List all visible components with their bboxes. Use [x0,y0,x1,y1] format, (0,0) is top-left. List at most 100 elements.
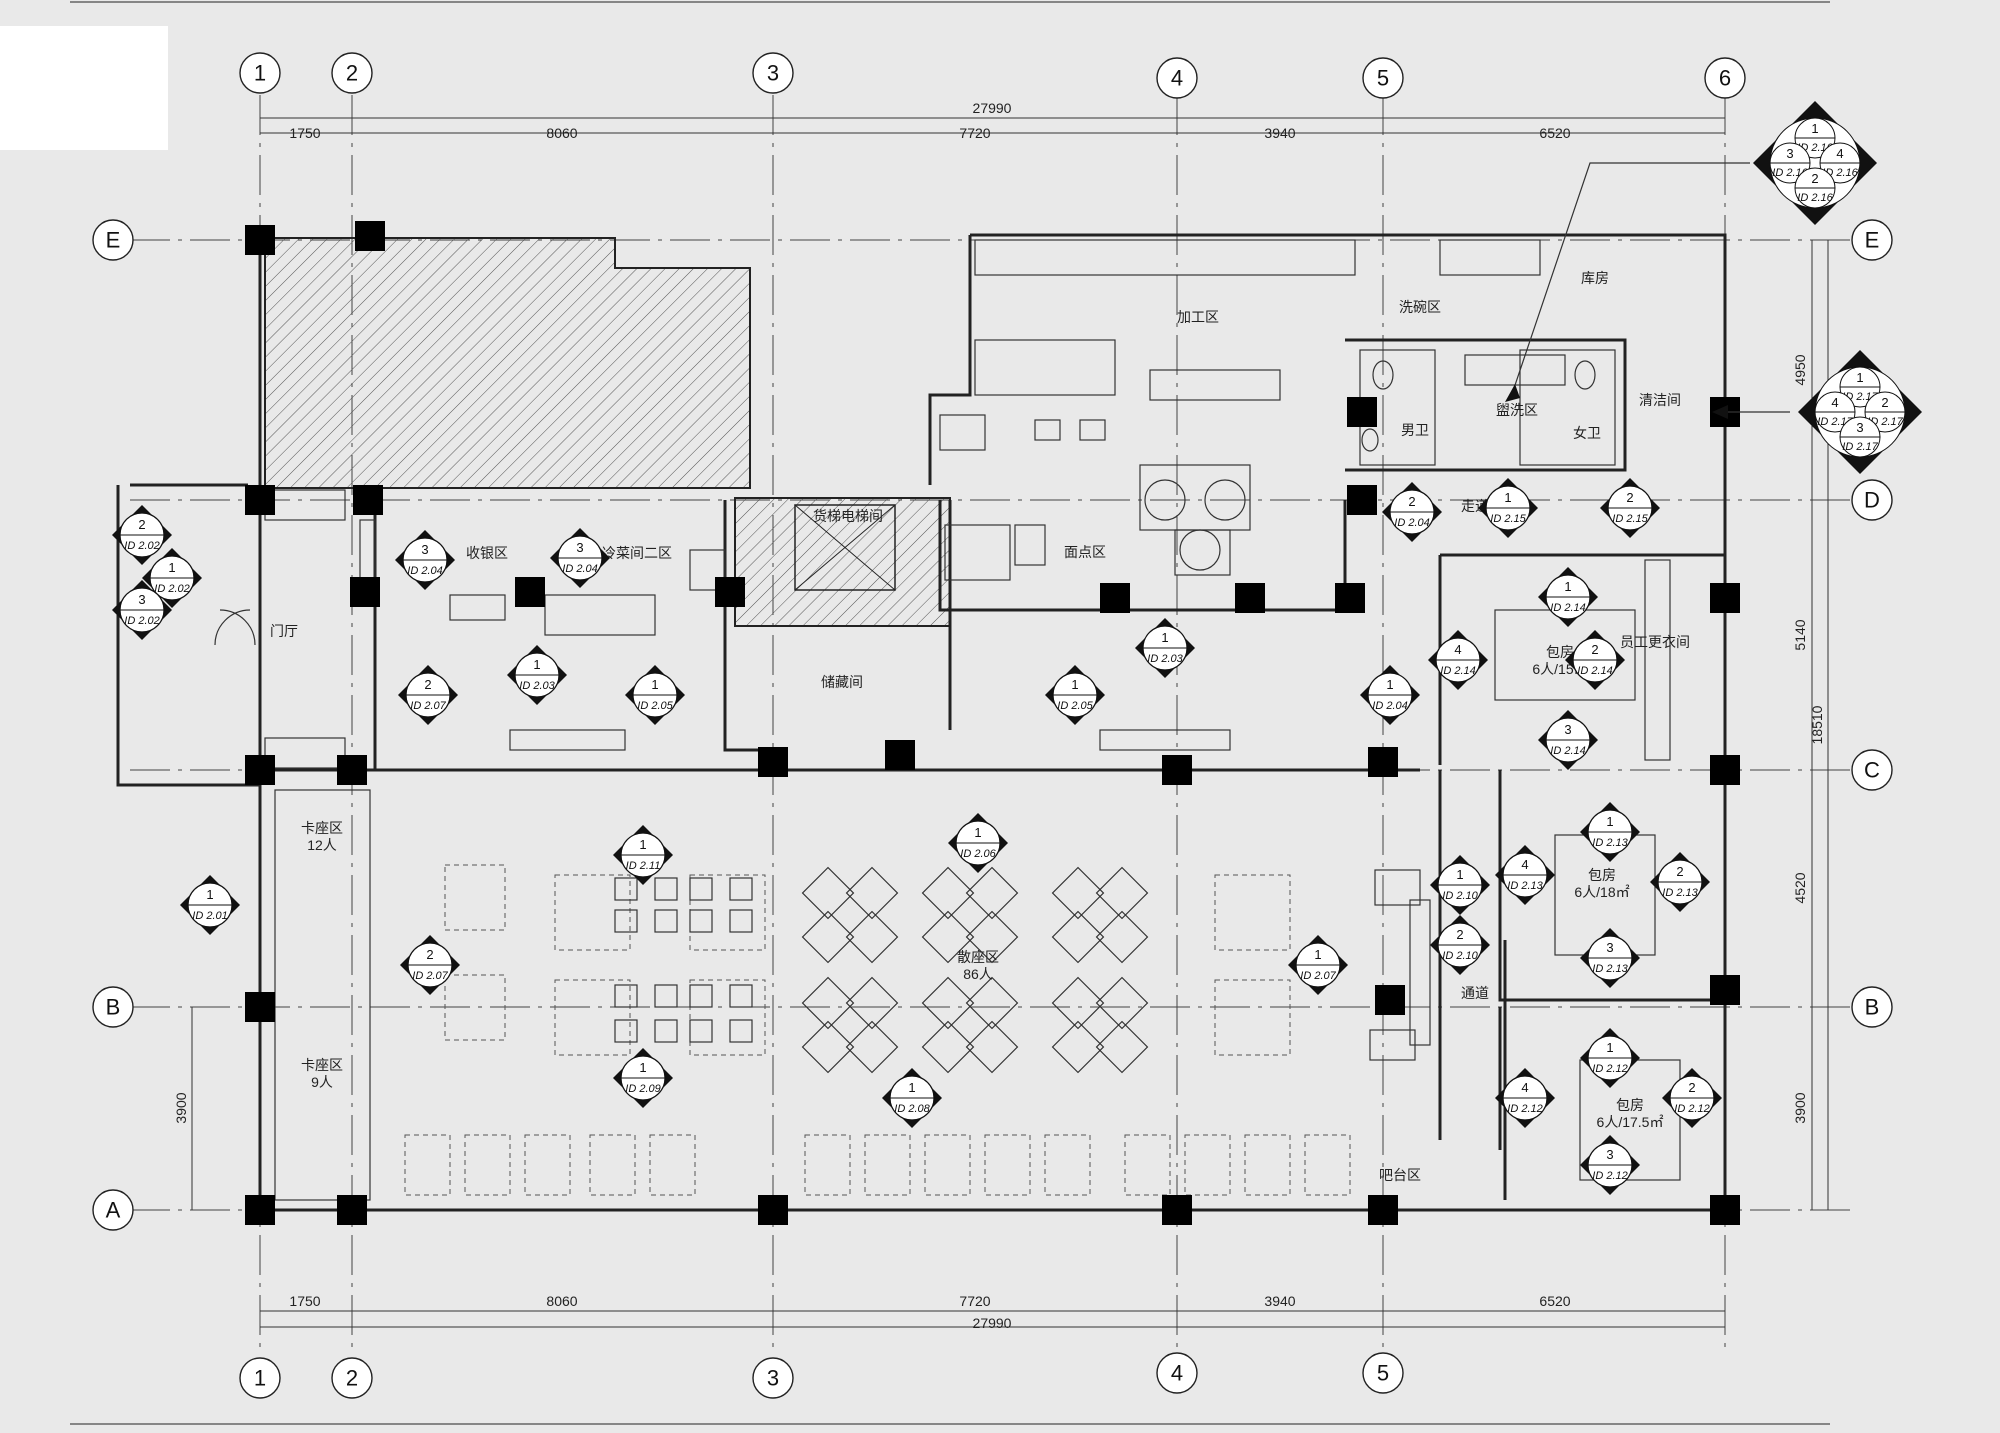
grid-bubble-e-left: E [92,219,134,261]
svg-text:B: B [106,995,121,1020]
index-tag-sheet-id: ID 2.08 [894,1103,930,1115]
svg-text:5: 5 [1377,66,1389,91]
index-tag: 1ID 2.08 [882,1068,942,1128]
booth-seat [864,1134,911,1196]
room-label-lobby: 门厅 [270,623,298,639]
index-tag: 4ID 2.14 [1428,630,1488,690]
grid-bubble-5-top: 5 [1362,57,1404,99]
room-label-private-3: 包房 [1616,1097,1644,1113]
chair [689,984,713,1008]
structural-column [245,485,275,515]
index-tag: 1ID 2.05 [1045,665,1105,725]
room-label-bar: 吧台区 [1379,1167,1421,1183]
dimension-total-bottom: 27990 [973,1315,1012,1331]
structural-column [1347,397,1377,427]
svg-text:2: 2 [346,61,358,86]
room-labels: 加工区 洗碗区 库房 男卫 女卫 盥洗区 清洁间 走道 收银区 冷菜间二区 面点… [270,270,1690,1183]
svg-text:6: 6 [1719,66,1731,91]
index-tag-sheet-id: ID 2.10 [1442,890,1478,902]
index-tag: 2 ID 2.15 [1600,478,1660,538]
dining-chair [965,866,1019,920]
index-tag: 2ID 2.13 [1650,852,1710,912]
booth-seat [589,1134,636,1196]
index-tag-number: 3 [1606,940,1613,955]
index-tag-sheet-id: ID 2.09 [625,1083,660,1095]
index-tag: 1 ID 2.09 [613,1048,673,1108]
dining-chair [921,976,975,1030]
index-tag: 3ID 2.04 [550,528,610,588]
index-tag: 4ID 2.12 [1495,1068,1555,1128]
index-tag-number: 4 [1521,1080,1528,1095]
compound-tag-number: 2 [1881,395,1888,410]
index-tag: 1ID 2.13 [1580,802,1640,862]
index-tag-number: 3 [576,540,583,555]
index-tag-number: 4 [1454,642,1461,657]
index-tag-sheet-id: ID 2.14 [1577,665,1612,677]
structural-column [515,577,545,607]
dining-chair [1051,1020,1105,1074]
index-tag-number: 3 [421,542,428,557]
structural-column [758,747,788,777]
svg-text:4: 4 [1171,66,1183,91]
index-tag-number: 1 [206,887,213,902]
svg-text:E: E [106,228,121,253]
index-tag-number: 1 [533,657,540,672]
grid-bubble-b-left: B [92,986,134,1028]
index-tag-sheet-id: ID 2.01 [192,910,227,922]
index-tag-sheet-id: ID 2.15 [1612,513,1648,525]
index-tag: 1ID 2.15 [1478,478,1538,538]
grid-bubble-a-left: A [92,1189,134,1231]
dimension-span-5-bottom: 6520 [1539,1293,1570,1309]
svg-text:C: C [1864,758,1880,783]
chair [614,877,638,901]
lobby-fixtures [214,489,1231,769]
dimension-vertical-b-a: 3900 [1792,1092,1808,1123]
index-tag-sheet-id: ID 2.11 [626,860,661,872]
index-tag-number: 1 [1071,677,1078,692]
grid-bubble-3-bottom: 3 [752,1357,794,1399]
chair [689,877,713,901]
dining-chair [921,910,975,964]
structural-column [1100,583,1130,613]
dining-chair [1095,910,1149,964]
index-tag-sheet-id: ID 2.02 [124,615,159,627]
index-tag-sheet-id: ID 2.02 [124,540,159,552]
index-tag: 1ID 2.14 [1538,567,1598,627]
dimension-vertical-d-c: 5140 [1792,619,1808,650]
index-tag-number: 2 [1408,494,1415,509]
compound-tag-number: 4 [1836,146,1843,161]
room-label-dining: 散座区 [957,949,999,965]
room-label-aisle: 通道 [1461,985,1489,1001]
dimension-span-2: 8060 [546,125,577,141]
index-tag-number: 1 [1606,814,1613,829]
index-tag: 3ID 2.12 [1580,1135,1640,1195]
compound-tag-sheet-id: ID 2.16 [1797,192,1833,204]
index-tag-number: 2 [1626,490,1633,505]
index-tag-sheet-id: ID 2.07 [1300,970,1336,982]
room-capacity-booth-1: 12人 [307,837,337,853]
index-tag: 1ID 2.03 [1135,618,1195,678]
chair [654,1019,678,1043]
room-label-store: 储藏间 [821,674,863,690]
structural-column [245,992,275,1022]
dimension-span-4-bottom: 3940 [1264,1293,1295,1309]
dimension-vertical-e-d: 4950 [1792,354,1808,385]
compound-tag-number: 2 [1811,171,1818,186]
chair [654,984,678,1008]
index-tag-number: 1 [1456,867,1463,882]
chair [689,909,713,933]
index-tag-number: 1 [639,1060,646,1075]
room-capacity-private-3: 6人/17.5㎡ [1597,1114,1664,1130]
dimension-span-2-bottom: 8060 [546,1293,577,1309]
booth-seat [984,1134,1031,1196]
chair [689,1019,713,1043]
index-tag-sheet-id: ID 2.04 [1372,700,1407,712]
index-tag-sheet-id: ID 2.03 [519,680,555,692]
room-label-changing: 员工更衣间 [1620,634,1690,650]
index-tag-sheet-id: ID 2.07 [410,700,446,712]
structural-columns [245,221,1740,1225]
room-label-washroom: 盥洗区 [1496,402,1538,418]
